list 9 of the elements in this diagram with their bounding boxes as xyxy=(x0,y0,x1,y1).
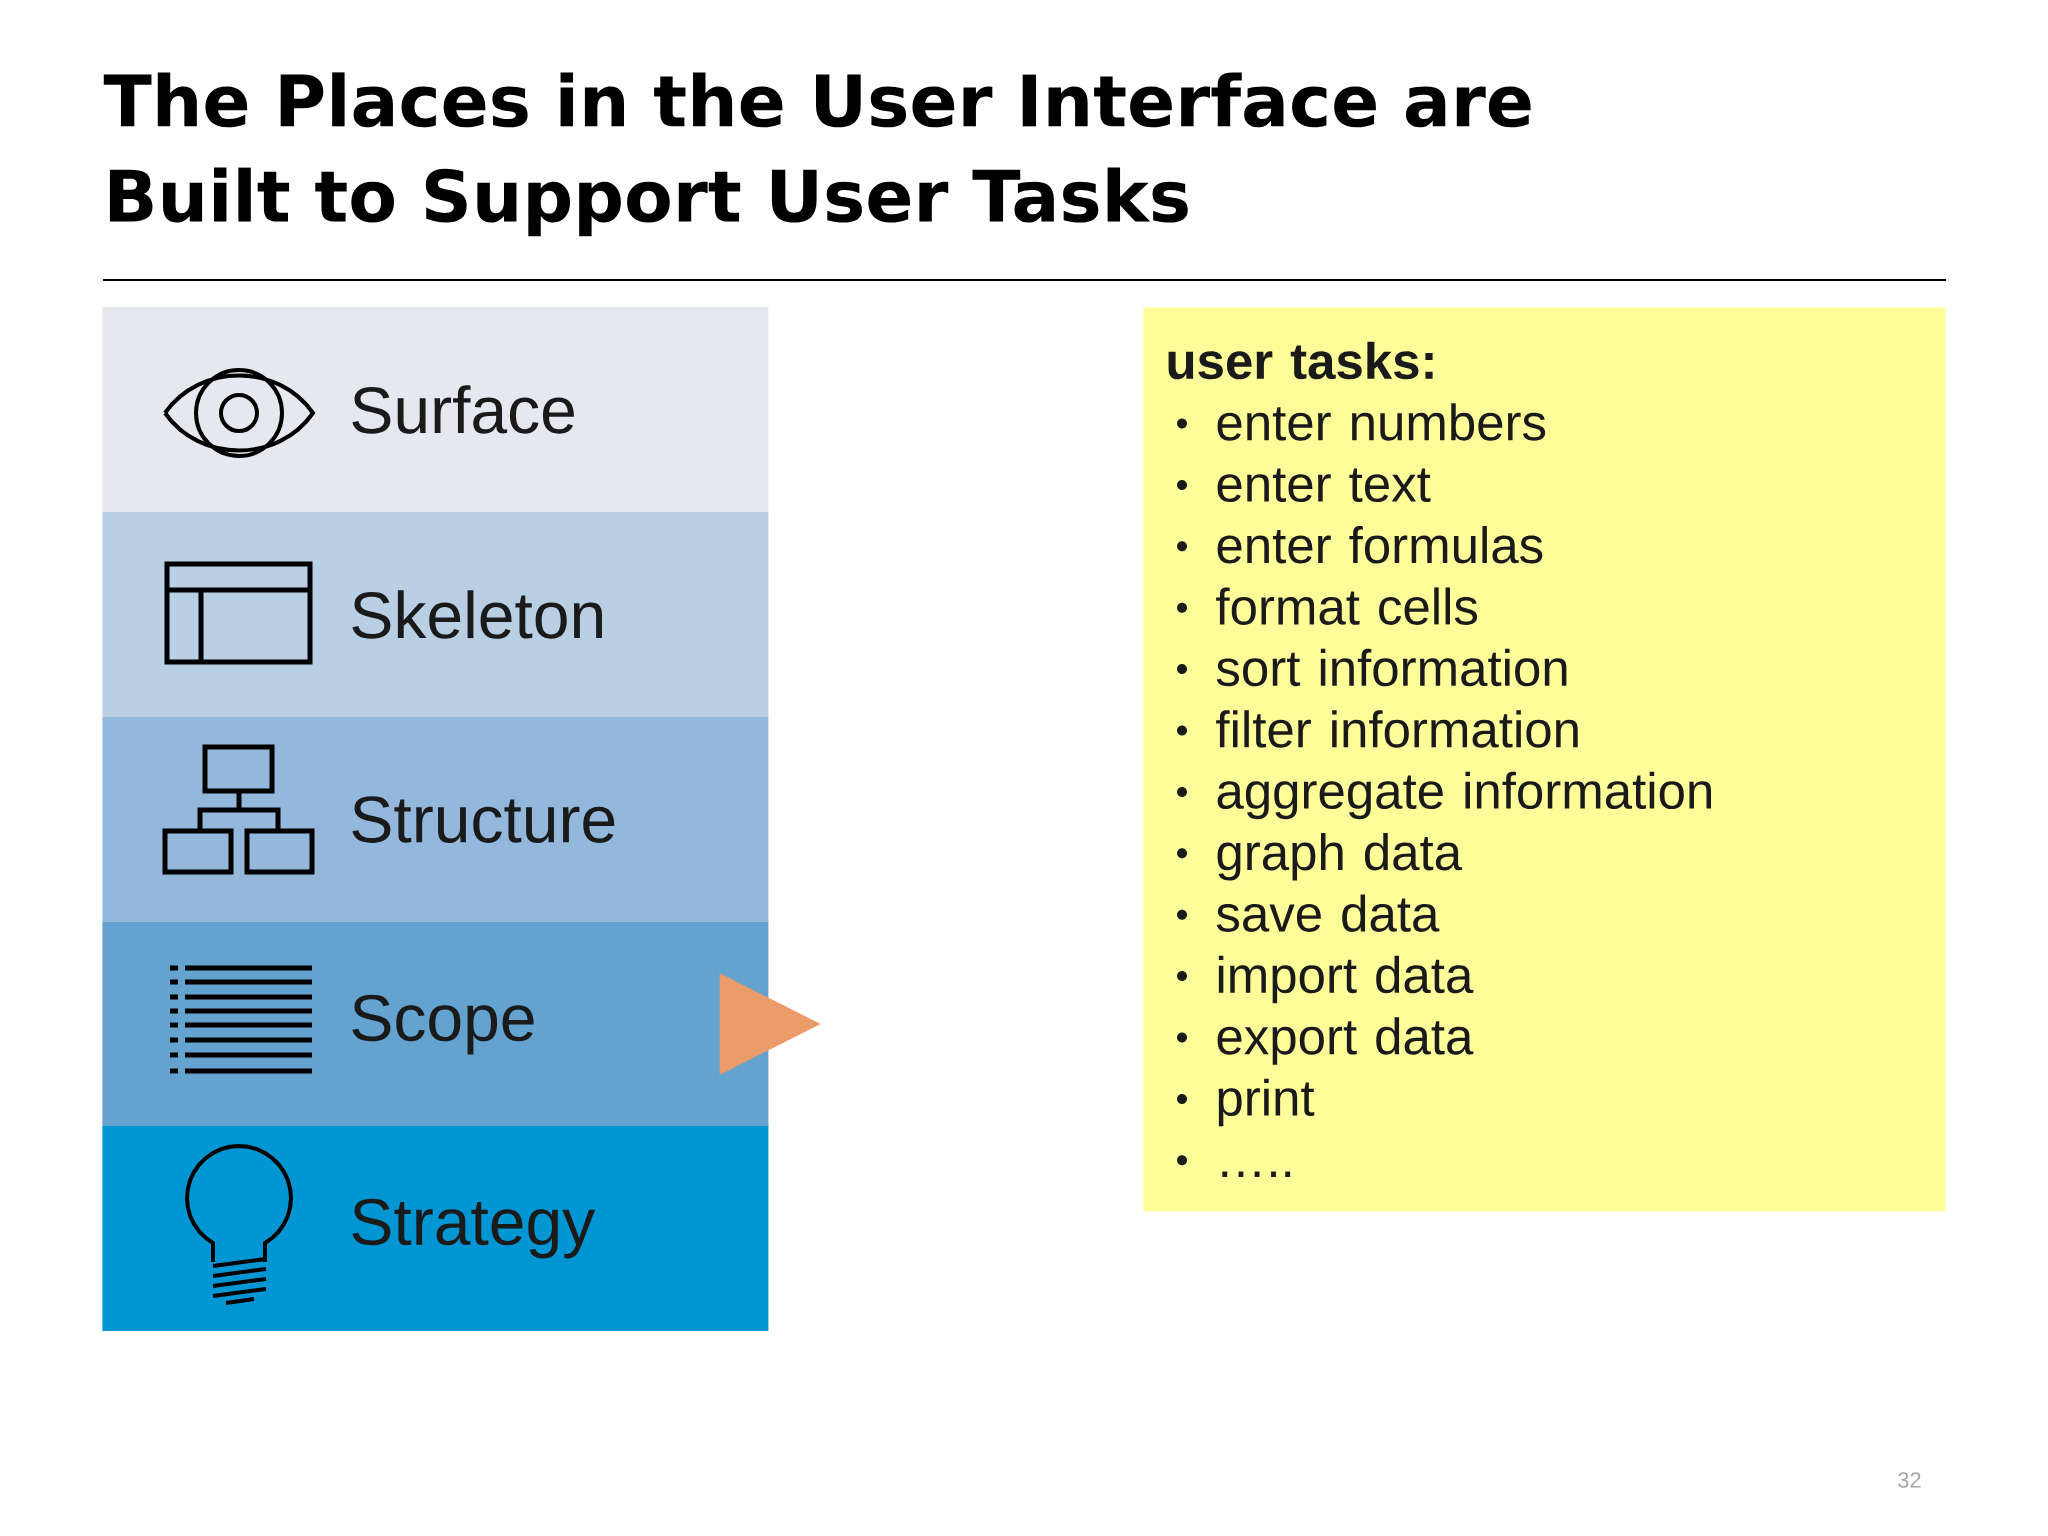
title: The Places in the User Interface are Built to Support User Tasks xyxy=(103,72,1531,237)
pointer-triangle xyxy=(719,973,821,1075)
layer-band: Surface xyxy=(102,307,769,512)
layer-band: Structure xyxy=(102,717,769,922)
layer-band: Strategy xyxy=(102,1126,769,1331)
page-number: 32 xyxy=(1898,1472,1921,1488)
note-box: user tasks: enter numbers enter text enter formulas format cells sort information filter information aggregate information graph data save data import data export data print ….. xyxy=(1143,307,1946,1212)
layer-band: Scope xyxy=(102,922,769,1127)
layer-band: Skeleton xyxy=(102,512,769,717)
